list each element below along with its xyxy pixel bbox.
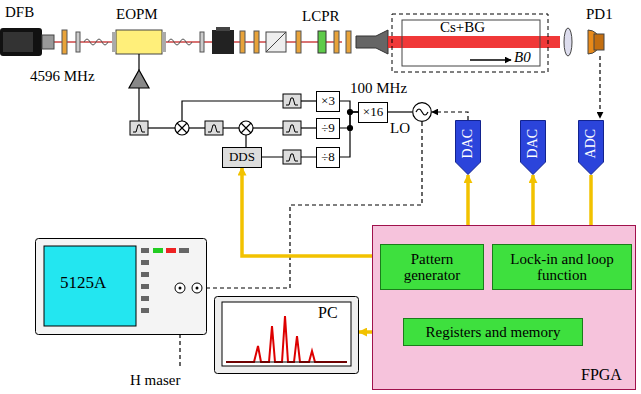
bandpass-filter xyxy=(283,121,301,135)
multiplier-box: ×3 xyxy=(316,91,340,112)
bandpass-filter xyxy=(130,121,148,135)
adc-block: ADC xyxy=(578,120,604,175)
node-text: ÷9 xyxy=(321,121,335,135)
dds-box: DDS xyxy=(222,147,262,168)
computer: PC xyxy=(214,296,359,374)
divider-box: ÷8 xyxy=(316,147,340,168)
node-text: Lock-in and loop function xyxy=(495,251,629,284)
part-label: DFB xyxy=(5,4,34,21)
node-text: DDS xyxy=(229,150,255,164)
node-text: Registers and memory xyxy=(426,324,561,341)
reference-label: H maser xyxy=(130,372,180,389)
frequency-label: 4596 MHz xyxy=(30,68,95,85)
node-text: ×3 xyxy=(321,94,335,108)
node-text: FPGA xyxy=(581,366,622,384)
frequency-counter: 5125A xyxy=(35,238,207,335)
node-text: PC xyxy=(318,304,338,322)
node-text: Pattern generator xyxy=(383,251,481,284)
connector xyxy=(242,168,380,257)
divider-box: ÷9 xyxy=(316,118,340,139)
part-label: EOPM xyxy=(116,6,158,23)
pattern-generator: Pattern generator xyxy=(380,244,484,290)
register-block: Registers and memory xyxy=(403,318,583,346)
node-text: ×16 xyxy=(363,105,383,119)
bandpass-filter xyxy=(283,94,301,108)
local-oscillator: 100 MHzLO xyxy=(412,102,432,122)
connector xyxy=(340,112,358,157)
node-text: 5125A xyxy=(60,274,106,293)
node-text: ÷8 xyxy=(321,150,335,164)
lock-in-block: Lock-in and loop function xyxy=(492,244,632,290)
bandpass-filter xyxy=(205,121,223,135)
local-oscillator-shape xyxy=(412,102,432,122)
node-text: 100 MHz xyxy=(350,80,407,97)
part-label: PD1 xyxy=(586,6,613,23)
bandpass-filter xyxy=(283,150,301,164)
connector xyxy=(432,112,468,120)
dac-block: DAC xyxy=(520,120,546,175)
node-text: ADC xyxy=(583,129,598,159)
multiplier-box: ×16 xyxy=(358,102,388,123)
field-label: B0 xyxy=(514,49,531,66)
connector xyxy=(388,111,412,112)
dac-block: DAC xyxy=(455,120,481,175)
bandpass-filter xyxy=(130,94,301,164)
node-text: DAC xyxy=(525,129,540,159)
node-text: LO xyxy=(390,120,410,137)
node-text: DAC xyxy=(460,129,475,159)
cell-label: Cs+BG xyxy=(440,19,485,36)
part-label: LCPR xyxy=(302,8,340,25)
fpga-board: FPGA Pattern generator Lock-in and loop fu… xyxy=(372,225,636,390)
